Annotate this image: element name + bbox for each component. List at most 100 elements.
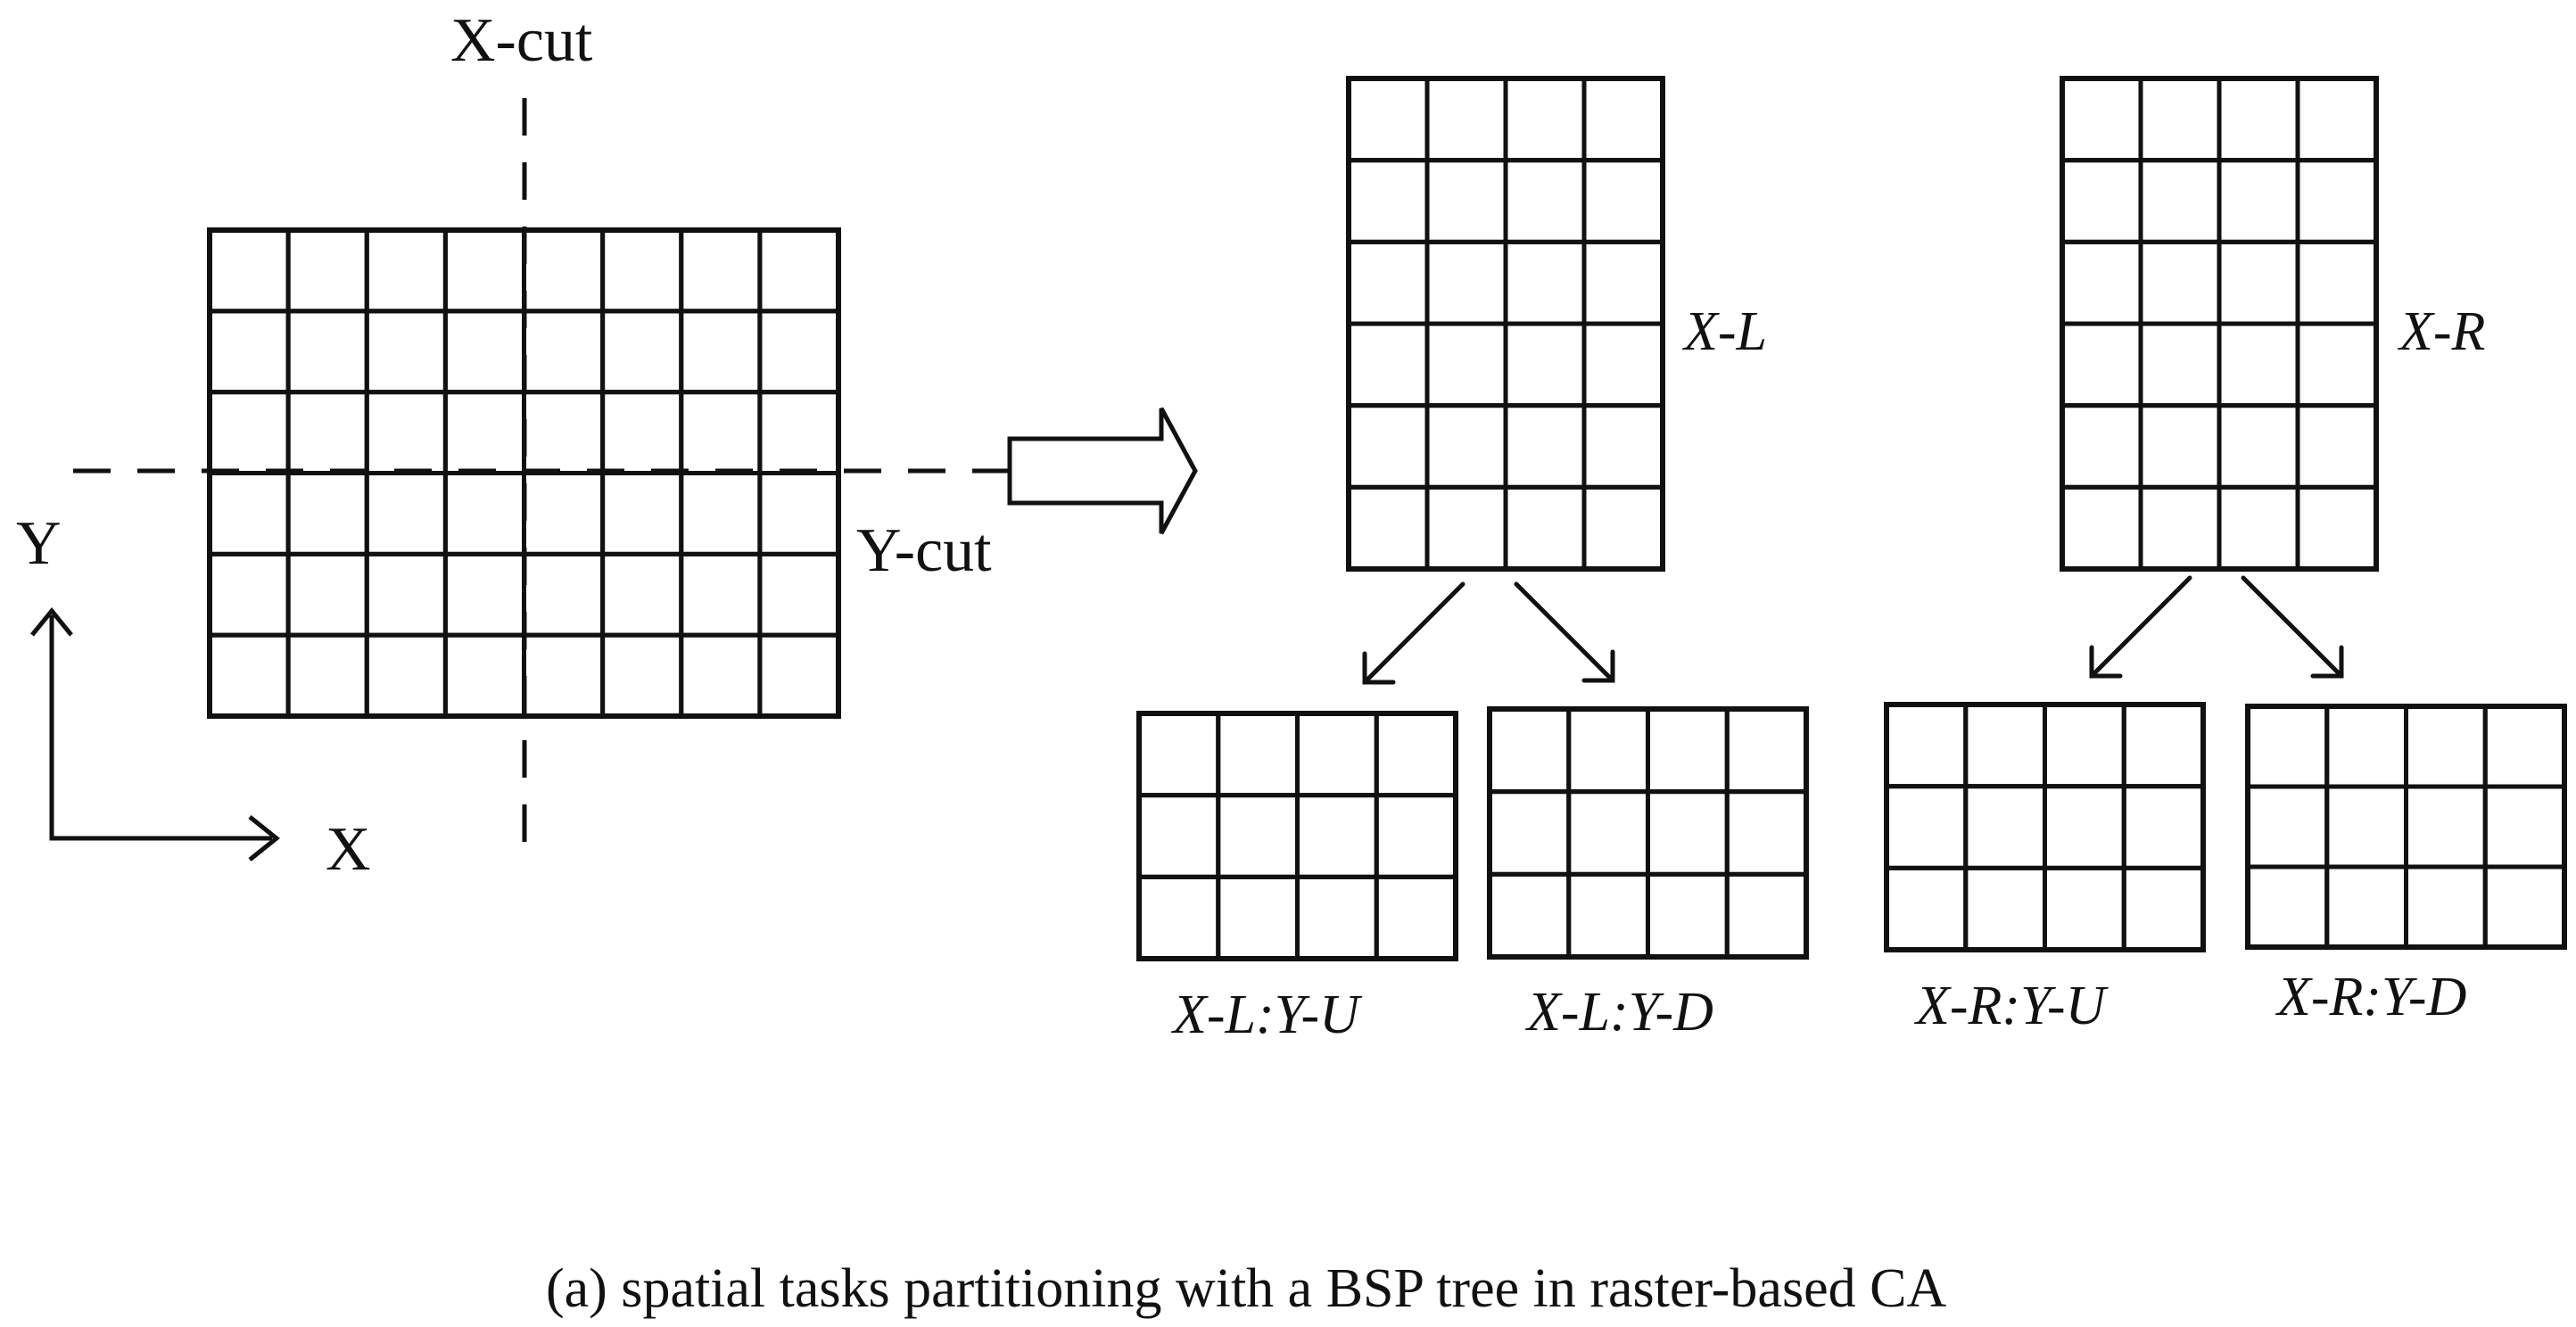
grid-cell: [442, 471, 526, 556]
quarter-grid-x-r-y-u: [1884, 702, 2206, 952]
grid-cell: [1346, 321, 1430, 408]
grid-cell: [1424, 321, 1508, 408]
quarter-grid-x-l-y-u: [1136, 711, 1458, 961]
grid-cell: [1346, 403, 1430, 490]
grid-cell: [2482, 864, 2567, 950]
grid-cell: [1503, 484, 1587, 572]
grid-cell: [1724, 789, 1809, 877]
grid-cell: [2404, 864, 2488, 950]
grid-cell: [1566, 706, 1650, 795]
grid-cell: [1646, 871, 1730, 960]
grid-cell: [2060, 484, 2143, 572]
grid-cell: [2060, 321, 2143, 408]
grid-cell: [1295, 874, 1379, 961]
grid-cell: [1424, 158, 1508, 244]
grid-cell: [1374, 874, 1458, 961]
grid-cell: [2217, 321, 2300, 408]
grid-cell: [1884, 784, 1969, 870]
grid-cell: [2324, 864, 2408, 950]
half-grid-x-r: [2060, 76, 2379, 572]
grid-cell: [2217, 158, 2300, 244]
grid-cell: [679, 227, 763, 314]
grid-cell: [2217, 484, 2300, 572]
grid-cell: [364, 390, 448, 475]
grid-cell: [1646, 706, 1730, 795]
grid-cell: [2404, 704, 2488, 789]
grid-cell: [2295, 403, 2379, 490]
grid-cell: [1346, 239, 1430, 326]
grid-cell: [679, 390, 763, 475]
grid-cell: [2245, 864, 2330, 950]
quarter-grid-x-r-y-d: [2245, 704, 2567, 950]
grid-cell: [522, 227, 606, 314]
grid-cell: [2060, 239, 2143, 326]
grid-cell: [2138, 484, 2222, 572]
grid-cell: [1503, 76, 1587, 163]
grid-cell: [679, 471, 763, 556]
grid-cell: [285, 551, 369, 638]
grid-cell: [1503, 403, 1587, 490]
grid-border: [2245, 704, 2567, 950]
grid-cell: [442, 390, 526, 475]
grid-border: [1136, 711, 1458, 961]
grid-cell: [2245, 784, 2330, 870]
grid-cell: [757, 471, 841, 556]
grid-cell: [2121, 784, 2206, 870]
grid-cell: [2404, 784, 2488, 870]
grid-cell: [2121, 702, 2206, 789]
grid-cell: [2138, 158, 2222, 244]
grid-cell: [600, 632, 684, 719]
quarter-label-x-l-y-u: X-L:Y-U: [1170, 985, 1363, 1045]
grid-cell: [1963, 784, 2047, 870]
grid-cell: [2324, 784, 2408, 870]
grid-cell: [600, 390, 684, 475]
grid-cell: [679, 551, 763, 638]
grid-cell: [207, 309, 291, 395]
grid-cell: [1346, 158, 1430, 244]
grid-cell: [364, 551, 448, 638]
grid-cell: [1884, 865, 1969, 952]
grid-cell: [757, 227, 841, 314]
grid-cell: [1724, 706, 1809, 795]
grid-cell: [1581, 76, 1665, 163]
grid-cell: [442, 309, 526, 395]
axis-y-label: Y: [16, 509, 62, 578]
grid-cell: [1346, 76, 1430, 163]
grid-cell: [522, 309, 606, 395]
axis-arrows: [30, 607, 281, 861]
grid-cell: [1136, 711, 1221, 798]
grid-border: [1346, 76, 1665, 572]
half-label-x-l: X-L: [1681, 301, 1767, 362]
grid-cell: [2138, 403, 2222, 490]
grid-cell: [2060, 76, 2143, 163]
grid-cell: [1581, 239, 1665, 326]
x-cut-label: X-cut: [450, 6, 593, 75]
grid-cell: [2217, 239, 2300, 326]
half-label-x-r: X-R: [2397, 301, 2485, 362]
grid-cell: [1424, 76, 1508, 163]
grid-cell: [679, 632, 763, 719]
grid-cell: [2043, 784, 2126, 870]
grid-cell: [442, 632, 526, 719]
grid-cell: [2295, 321, 2379, 408]
half-grid-x-l: [1346, 76, 1665, 572]
grid-cell: [600, 309, 684, 395]
grid-cell: [1487, 871, 1572, 960]
grid-cell: [207, 632, 291, 719]
grid-cell: [1374, 793, 1458, 879]
grid-cell: [1503, 158, 1587, 244]
grid-cell: [285, 227, 369, 314]
grid-cell: [1295, 711, 1379, 798]
grid-cell: [442, 227, 526, 314]
grid-cell: [2482, 704, 2567, 789]
figure-caption: (a) spatial tasks partitioning with a BS…: [546, 1258, 1946, 1319]
grid-cell: [364, 632, 448, 719]
quarter-label-x-r-y-d: X-R:Y-D: [2275, 967, 2466, 1027]
grid-cell: [364, 227, 448, 314]
axis-x-label: X: [326, 815, 371, 884]
grid-cell: [1487, 706, 1572, 795]
grid-cell: [1724, 871, 1809, 960]
grid-cell: [2295, 484, 2379, 572]
grid-cell: [364, 471, 448, 556]
